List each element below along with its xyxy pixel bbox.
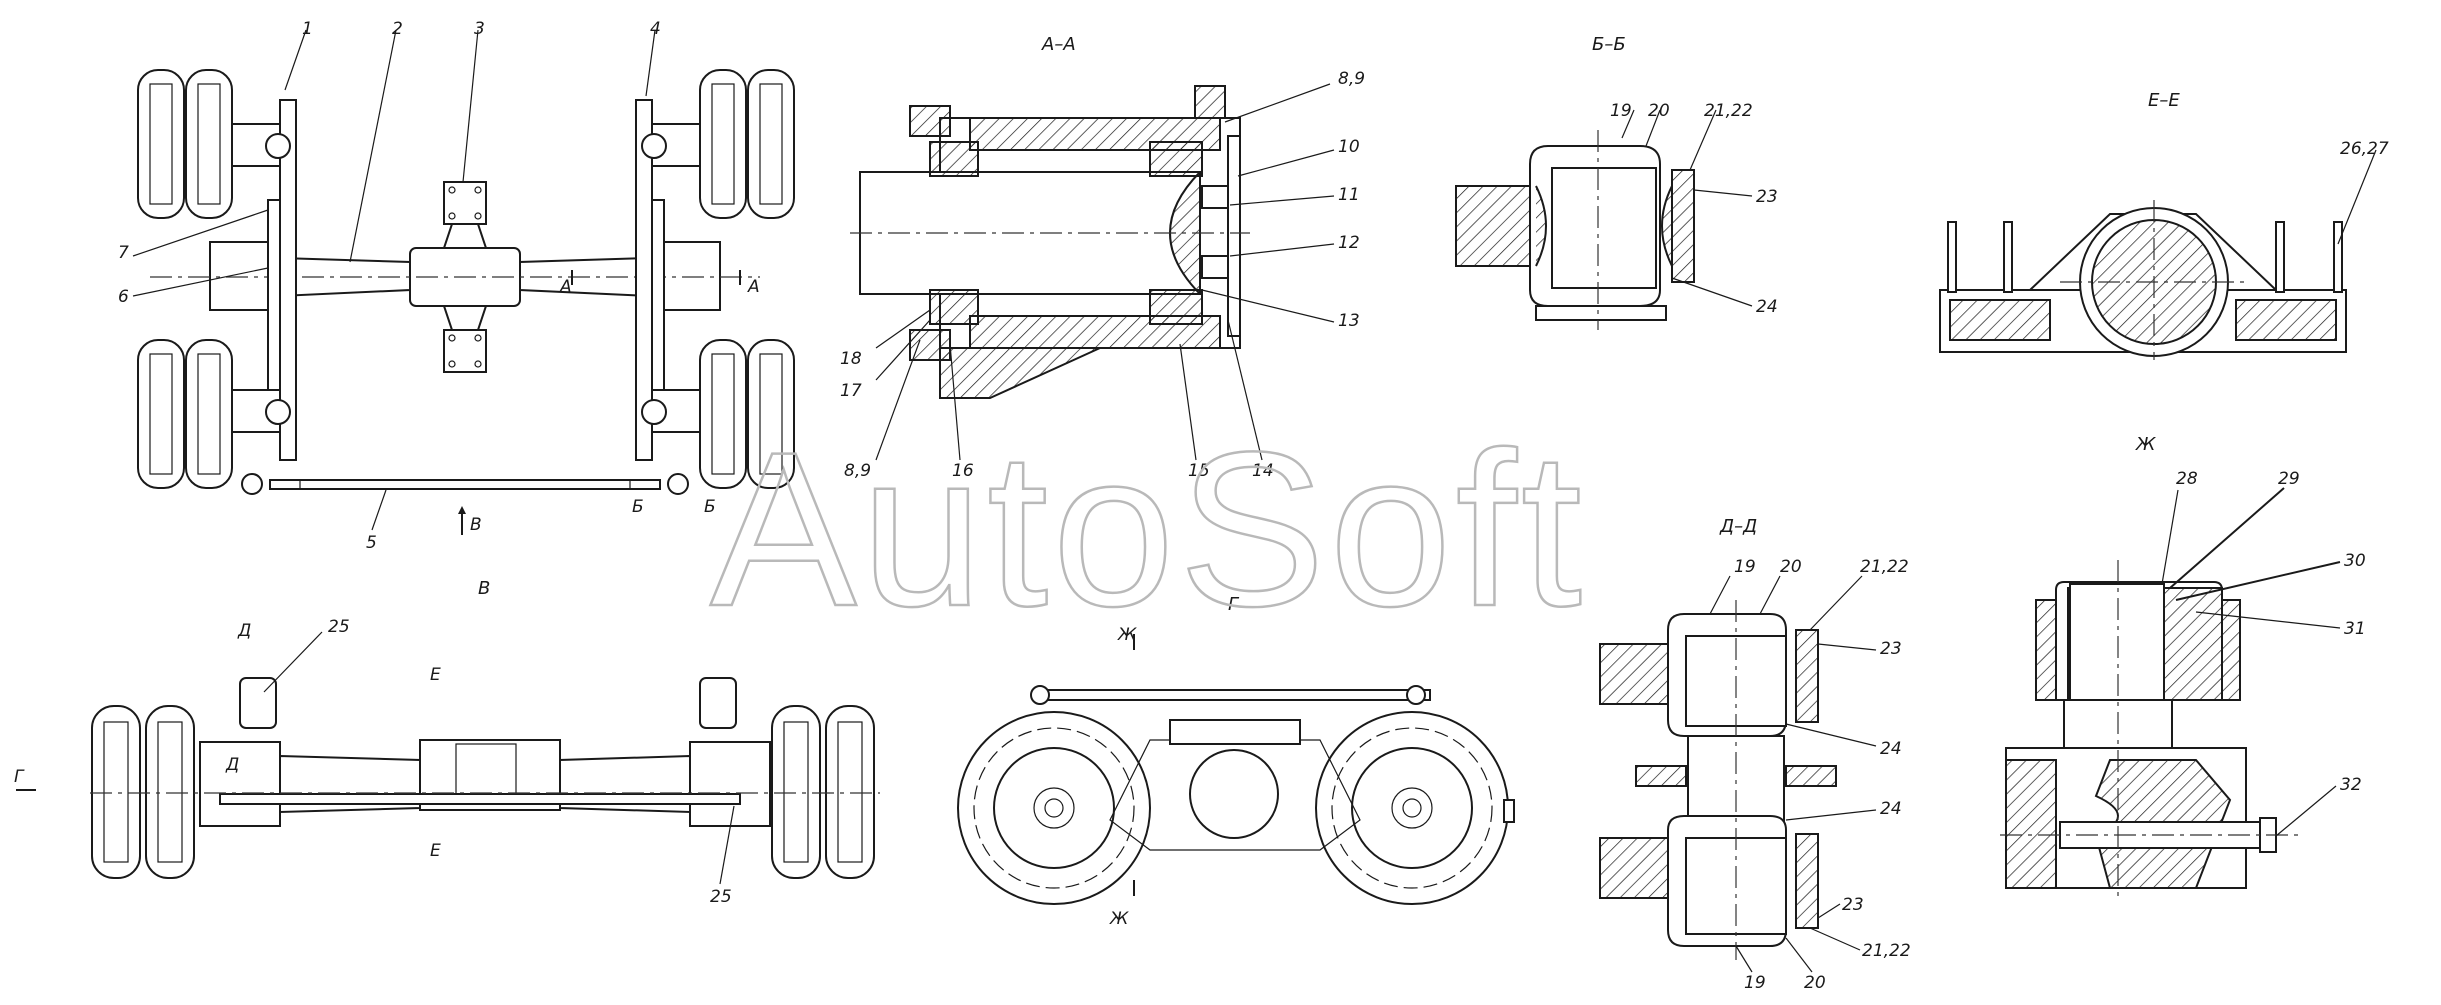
section-mark-a-right: А: [747, 277, 760, 297]
callout-16: 16: [952, 461, 974, 481]
section-mark-d-mid: Д: [225, 755, 239, 775]
section-e-e: Е–Е 26,27: [1939, 90, 2389, 360]
callout-20-top: 20: [1780, 557, 1802, 577]
view-zh: Ж 28 29 30 31 32: [2000, 434, 2366, 900]
callout-2: 2: [392, 19, 403, 39]
callout-23-bottom: 23: [1842, 895, 1864, 915]
callout-1: 1: [302, 19, 313, 39]
callout-3: 3: [474, 19, 485, 39]
callout-25-bottom: 25: [710, 887, 732, 907]
wheel: [747, 69, 795, 219]
callout-19-bottom: 19: [1744, 973, 1766, 993]
wheel: [185, 69, 233, 219]
section-a-a: А–А 8,9 10 11 12: [840, 34, 1365, 481]
callout-21-22-top: 21,22: [1860, 557, 1909, 577]
wheel: [137, 69, 185, 219]
callout-24-bottom: 24: [1880, 799, 1902, 819]
view-title-zh: Ж: [2135, 434, 2156, 455]
section-mark-zh-bottom: Ж: [1109, 909, 1129, 929]
callout-23: 23: [1756, 187, 1778, 207]
callout-19-top: 19: [1734, 557, 1756, 577]
callout-14: 14: [1252, 461, 1274, 481]
view-g-arrow-label: Г: [14, 767, 25, 787]
callout-30: 30: [2344, 551, 2366, 571]
callout-7: 7: [118, 243, 129, 263]
watermark-text: AutoSoft: [710, 406, 1586, 652]
callout-24-top: 24: [1880, 739, 1902, 759]
section-mark-e-bottom: Е: [430, 841, 441, 861]
section-title-e-e: Е–Е: [2148, 90, 2180, 111]
callout-18: 18: [840, 349, 862, 369]
callout-15: 15: [1188, 461, 1210, 481]
callout-4: 4: [650, 19, 661, 39]
section-mark-e-top: Е: [430, 665, 441, 685]
view-g: Г Ж Ж: [957, 594, 1515, 929]
callout-21-22: 21,22: [1704, 101, 1753, 121]
callout-21-22-bottom: 21,22: [1862, 941, 1911, 961]
section-mark-d-top: Д: [237, 621, 251, 641]
wheel: [185, 339, 233, 489]
section-title-b-b: Б–Б: [1592, 34, 1626, 55]
callout-23-top: 23: [1880, 639, 1902, 659]
callout-25-top: 25: [328, 617, 350, 637]
section-mark-a-left: А: [559, 277, 572, 297]
callout-6: 6: [118, 287, 129, 307]
section-b-b: Б–Б 19 20 21,22 23 24: [1455, 34, 1778, 330]
view-title-g: Г: [1228, 594, 1240, 615]
section-mark-b-left: Б: [632, 497, 644, 517]
callout-10: 10: [1338, 137, 1360, 157]
callout-8-9-bottom: 8,9: [844, 461, 871, 481]
wheel: [825, 705, 875, 879]
wheel: [699, 69, 747, 219]
callout-13: 13: [1338, 311, 1360, 331]
callout-12: 12: [1338, 233, 1360, 253]
callout-29: 29: [2278, 469, 2300, 489]
callout-17: 17: [840, 381, 862, 401]
view-v-arrow-label: В: [470, 515, 482, 535]
callout-11: 11: [1338, 185, 1360, 205]
top-view: 1 2 3 4 7 6 5 А А Б Б В: [118, 19, 795, 553]
callout-24: 24: [1756, 297, 1778, 317]
view-v: В 25 25 Д Д Е Е Г: [14, 578, 880, 907]
callout-20-bottom: 20: [1804, 973, 1826, 993]
callout-8-9-top: 8,9: [1338, 69, 1365, 89]
wheel: [771, 705, 821, 879]
wheel: [137, 339, 185, 489]
wheel: [91, 705, 141, 879]
callout-28: 28: [2176, 469, 2198, 489]
callout-20: 20: [1648, 101, 1670, 121]
callout-31: 31: [2344, 619, 2366, 639]
section-mark-zh-top: Ж: [1117, 625, 1137, 645]
section-title-a-a: А–А: [1041, 34, 1076, 55]
section-title-d-d: Д–Д: [1719, 516, 1757, 537]
callout-32: 32: [2340, 775, 2362, 795]
callout-5: 5: [366, 533, 377, 553]
callout-26-27: 26,27: [2340, 139, 2389, 159]
section-mark-b-right: Б: [704, 497, 716, 517]
section-d-d: Д–Д 19 20 21,22 23 24 24 23 21,: [1599, 516, 1911, 993]
callout-19: 19: [1610, 101, 1632, 121]
view-title-v: В: [478, 578, 490, 599]
wheel: [145, 705, 195, 879]
